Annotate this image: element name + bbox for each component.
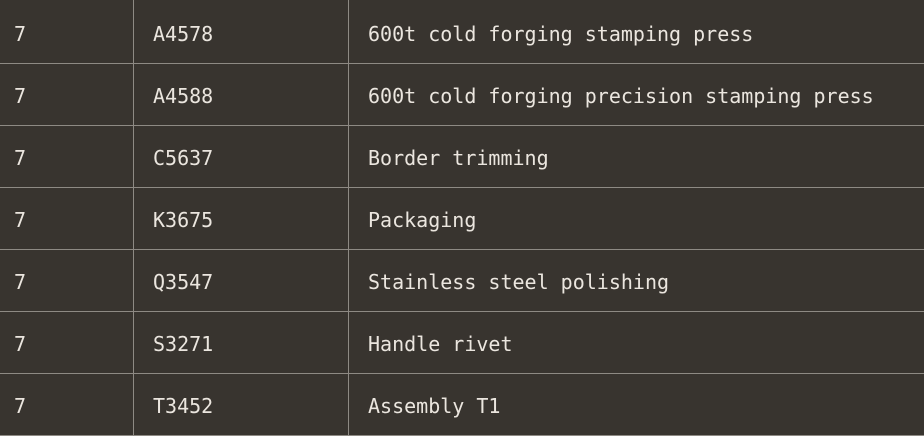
description-cell: Packaging	[368, 208, 477, 232]
qty-cell: 7	[14, 84, 27, 108]
column-divider	[348, 0, 349, 436]
description-cell: Handle rivet	[368, 332, 513, 356]
code-cell: A4578	[153, 22, 214, 46]
description-cell: 600t cold forging precision stamping pre…	[368, 84, 874, 108]
description-cell: Border trimming	[368, 146, 549, 170]
table-row[interactable]: 7 A4588 600t cold forging precision stam…	[0, 64, 924, 126]
code-cell: A4588	[153, 84, 214, 108]
table-row[interactable]: 7 S3271 Handle rivet	[0, 312, 924, 374]
code-cell: C5637	[153, 146, 214, 170]
code-cell: T3452	[153, 394, 214, 418]
qty-cell: 7	[14, 146, 27, 170]
description-cell: Assembly T1	[368, 394, 501, 418]
qty-cell: 7	[14, 270, 27, 294]
table-row[interactable]: 7 C5637 Border trimming	[0, 126, 924, 188]
qty-cell: 7	[14, 22, 27, 46]
description-cell: 600t cold forging stamping press	[368, 22, 754, 46]
code-cell: Q3547	[153, 270, 214, 294]
description-cell: Stainless steel polishing	[368, 270, 670, 294]
table-row[interactable]: 7 K3675 Packaging	[0, 188, 924, 250]
table-row[interactable]: 7 T3452 Assembly T1	[0, 374, 924, 436]
table-row[interactable]: 7 A4578 600t cold forging stamping press	[0, 2, 924, 64]
qty-cell: 7	[14, 208, 27, 232]
column-divider	[133, 0, 134, 436]
code-cell: K3675	[153, 208, 214, 232]
table-row[interactable]: 7 Q3547 Stainless steel polishing	[0, 250, 924, 312]
qty-cell: 7	[14, 332, 27, 356]
code-cell: S3271	[153, 332, 214, 356]
qty-cell: 7	[14, 394, 27, 418]
